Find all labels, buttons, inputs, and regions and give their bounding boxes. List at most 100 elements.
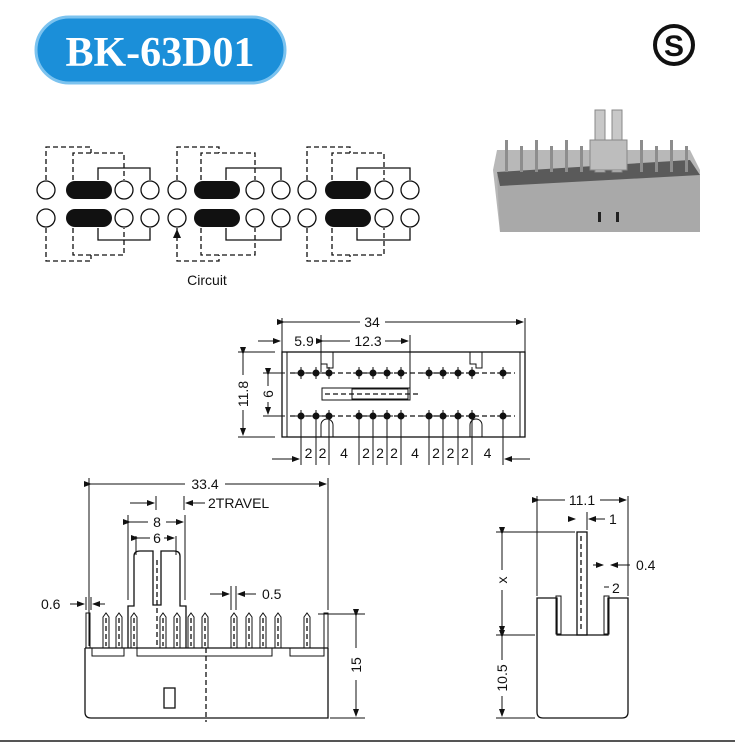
circuit-link [176, 146, 220, 180]
terminal-circle [36, 208, 56, 228]
terminal-circle [400, 208, 420, 228]
dim-body-height: 10.5 [494, 664, 510, 691]
circuit-link [356, 167, 411, 180]
terminal-circle [297, 208, 317, 228]
circuit-caption: Circuit [187, 272, 227, 288]
dim-actuator-outer: 8 [153, 514, 161, 530]
circuit-link [356, 228, 411, 241]
circuit-diagram [36, 146, 420, 262]
pin-pitch-label: 2 [362, 445, 370, 461]
terminal-circle [374, 180, 394, 200]
pin-pitch-label: 2 [461, 445, 469, 461]
terminal-pin [102, 612, 110, 648]
pin-pitch-label: 2 [432, 445, 440, 461]
terminal-circle [245, 180, 265, 200]
pin-pitch-label: 2 [376, 445, 384, 461]
pin-pitch-label: 2 [390, 445, 398, 461]
dim-pin-width: 0.5 [262, 586, 282, 602]
circuit-link [306, 228, 351, 262]
dim-pin-thickness: 0.4 [636, 557, 656, 573]
dim-travel: 2TRAVEL [208, 495, 269, 511]
dim-offset: 5.9 [294, 333, 314, 349]
dim-overall-length: 34 [364, 314, 380, 330]
circuit-link [45, 228, 92, 262]
circuit-link [72, 228, 125, 256]
dim-actuator-thickness: 1 [609, 511, 617, 527]
terminal-circle [140, 180, 160, 200]
terminal-pin [274, 612, 282, 648]
dim-front-length: 33.4 [191, 476, 218, 492]
terminal-circle [297, 180, 317, 200]
terminal-pin [259, 612, 267, 648]
model-title: BK-63D01 [66, 30, 255, 76]
dim-front-height: 15 [348, 657, 364, 673]
terminal-circle [114, 208, 134, 228]
circuit-link [331, 228, 385, 256]
frame-pin [323, 612, 329, 649]
front-view-drawing: 33.4 2TRAVEL 8 6 0.6 0.5 15 [41, 476, 365, 722]
circuit-link [72, 152, 125, 180]
terminal-pin [230, 612, 238, 648]
brand-logo-icon: S [653, 24, 695, 66]
terminal-pin [159, 612, 167, 648]
side-view-drawing: 11.1 1 0.4 2 x 10.5 [494, 492, 656, 719]
terminal-circle [400, 180, 420, 200]
terminal-circle [167, 180, 187, 200]
circuit-link [225, 167, 282, 180]
photo-pin [565, 140, 568, 172]
terminal-pin [187, 612, 195, 648]
contact-bar [194, 209, 240, 227]
photo-pin [550, 146, 553, 172]
terminal-circle [374, 208, 394, 228]
pin-pitch-label: 4 [484, 445, 492, 461]
pin-pitch-label: 2 [319, 445, 327, 461]
terminal-circle [271, 208, 291, 228]
pin-pitch-label: 2 [305, 445, 313, 461]
terminal-pin [173, 612, 181, 648]
dim-row-pitch: 6 [260, 390, 276, 398]
terminal-pin [130, 612, 138, 648]
contact-bar [194, 181, 240, 199]
circuit-link [97, 167, 151, 180]
dim-frame-pin: 0.6 [41, 596, 61, 612]
terminal-circle [245, 208, 265, 228]
circuit-link [200, 228, 256, 256]
terminal-pin [115, 612, 123, 648]
model-title-badge: BK-63D01 [34, 15, 287, 85]
photo-pin [655, 146, 658, 172]
terminal-circle [167, 208, 187, 228]
frame-pin [85, 612, 91, 649]
dim-actuator-height: x [494, 577, 510, 584]
terminal-circle [114, 180, 134, 200]
photo-pin [685, 146, 688, 172]
contact-bar [66, 209, 112, 227]
product-photo [493, 109, 700, 232]
photo-pin [535, 140, 538, 172]
photo-pin [670, 140, 673, 172]
terminal-circle [140, 208, 160, 228]
contact-bar [325, 209, 371, 227]
terminal-pin [303, 612, 311, 648]
arrow-icon [173, 229, 181, 238]
circuit-link [97, 228, 151, 241]
svg-text:S: S [664, 30, 684, 63]
circuit-link [331, 152, 385, 180]
photo-pin [640, 140, 643, 172]
circuit-link [45, 146, 92, 180]
circuit-link [176, 228, 220, 262]
circuit-link [225, 228, 282, 241]
dim-span: 12.3 [354, 333, 381, 349]
terminal-circle [36, 180, 56, 200]
photo-pin [520, 146, 523, 172]
photo-pin [580, 146, 583, 172]
contact-bar [66, 181, 112, 199]
pin-pitch-label: 4 [411, 445, 419, 461]
contact-bar [325, 181, 371, 199]
dim-height: 11.8 [235, 381, 251, 407]
terminal-pin [245, 612, 253, 648]
dim-pin-offset: 2 [612, 580, 620, 596]
photo-pin [505, 140, 508, 172]
circuit-link [306, 146, 351, 180]
pin-pitch-label: 4 [340, 445, 348, 461]
